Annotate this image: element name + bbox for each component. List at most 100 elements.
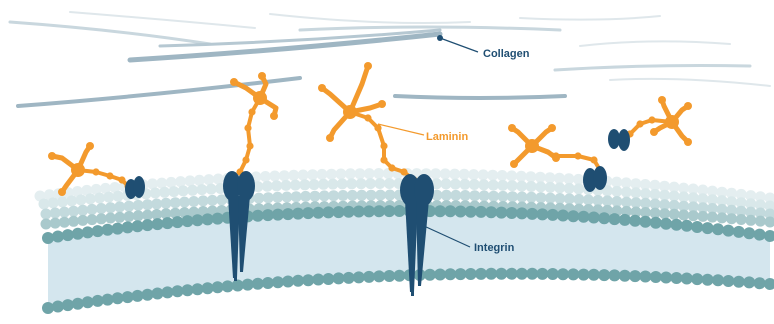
lipid-head-back — [707, 212, 718, 223]
lipid-head — [547, 209, 559, 221]
lipid-head-back — [669, 209, 680, 220]
lipid-head-back — [328, 190, 339, 201]
lipid-head-faint — [430, 168, 441, 179]
lipid-head-back — [745, 215, 756, 226]
lipid-head — [465, 206, 477, 218]
lipid-head — [547, 268, 559, 280]
lipid-head-faint — [459, 169, 470, 180]
lipid-head — [629, 215, 641, 227]
lipid-head-faint — [516, 181, 527, 192]
lipid-head-faint — [326, 169, 337, 180]
lipid-head-faint — [309, 179, 320, 190]
lipid-head-back — [726, 213, 737, 224]
laminin-arm-bead — [86, 142, 94, 150]
lipid-head-faint — [535, 181, 546, 192]
lipid-head-faint — [260, 171, 271, 182]
lipid-head-faint — [516, 171, 527, 182]
lipid-head-faint — [194, 175, 205, 186]
lipid-head — [691, 221, 703, 233]
lipid-head — [609, 213, 621, 225]
lipid-head-faint — [564, 183, 575, 194]
lipid-head — [578, 269, 590, 281]
lipid-head — [353, 206, 365, 218]
lipid-head-faint — [103, 192, 114, 203]
laminin-arm-bead — [48, 152, 56, 160]
lipid-head-faint — [535, 172, 546, 183]
lipid-head — [444, 205, 456, 217]
laminin-chain-bead — [92, 168, 99, 175]
lipid-head — [485, 206, 497, 218]
lipid-head-faint — [337, 178, 348, 189]
lipid-head — [526, 208, 538, 220]
lipid-head-back — [688, 210, 699, 221]
lipid-head-back — [755, 216, 766, 227]
lipid-head — [475, 268, 487, 280]
lipid-head-back — [87, 214, 98, 225]
laminin-chain-bead — [590, 156, 597, 163]
lipid-head-faint — [298, 170, 309, 181]
lipid-head-faint — [630, 187, 641, 198]
laminin-core — [665, 115, 679, 129]
lipid-head-faint — [307, 169, 318, 180]
lipid-head — [598, 212, 610, 224]
lipid-head-faint — [659, 190, 670, 201]
lipid-head — [671, 272, 683, 284]
lipid-head-faint — [563, 173, 574, 184]
lipid-head-faint — [354, 168, 365, 179]
lipid-head — [754, 277, 766, 289]
laminin-arm-bead — [58, 188, 66, 196]
laminin-chain-bead — [244, 124, 251, 131]
lipid-head-back — [678, 210, 689, 221]
lipid-head — [465, 268, 477, 280]
laminin-arm-bead — [508, 124, 516, 132]
lipid-head — [516, 207, 528, 219]
collagen-label: Collagen — [483, 48, 530, 60]
lipid-head-faint — [441, 178, 452, 189]
lipid-head-back — [479, 190, 490, 201]
lipid-head — [733, 276, 745, 288]
lipid-head — [588, 269, 600, 281]
lipid-head-faint — [525, 171, 536, 182]
laminin-arm-bead — [318, 84, 326, 92]
lipid-head-faint — [48, 197, 59, 208]
laminin-core — [343, 105, 357, 119]
laminin-arm-bead — [258, 72, 266, 80]
lipid-head-faint — [281, 180, 292, 191]
lipid-head-back — [717, 212, 728, 223]
laminin-chain-bead — [380, 142, 387, 149]
lipid-head-back — [498, 191, 509, 202]
lipid-head-faint — [554, 182, 565, 193]
lipid-head — [373, 270, 385, 282]
lipid-head-faint — [269, 171, 280, 182]
lipid-head-faint — [178, 185, 189, 196]
lipid-head-faint — [640, 188, 651, 199]
lipid-head-faint — [478, 179, 489, 190]
lipid-head — [526, 268, 538, 280]
lipid-head-back — [517, 192, 528, 203]
lipid-head — [712, 223, 724, 235]
lipid-head-faint — [450, 179, 461, 190]
lipid-head — [506, 207, 518, 219]
integrin-small-right — [583, 166, 607, 192]
laminin-chain-bead — [388, 164, 395, 171]
lipid-head — [702, 222, 714, 234]
laminin-chain-bead — [242, 156, 249, 163]
laminin-chain-bead — [106, 172, 113, 179]
lipid-head-faint — [318, 179, 329, 190]
lipid-head-faint — [526, 181, 537, 192]
lipid-head-faint — [213, 174, 224, 185]
lipid-head-faint — [345, 168, 356, 179]
lipid-head — [322, 273, 334, 285]
lipid-head — [567, 210, 579, 222]
lipid-head-faint — [573, 174, 584, 185]
lipid-head-faint — [85, 193, 96, 204]
lipid-head-faint — [365, 178, 376, 189]
lipid-head — [609, 269, 621, 281]
laminin-chain-bead — [364, 114, 371, 121]
lipid-head-faint — [346, 178, 357, 189]
lipid-head — [353, 271, 365, 283]
laminin-arm-bead — [684, 102, 692, 110]
laminin-arm-bead — [684, 138, 692, 146]
lipid-head-faint — [384, 178, 395, 189]
lipid-head-back — [450, 190, 461, 201]
